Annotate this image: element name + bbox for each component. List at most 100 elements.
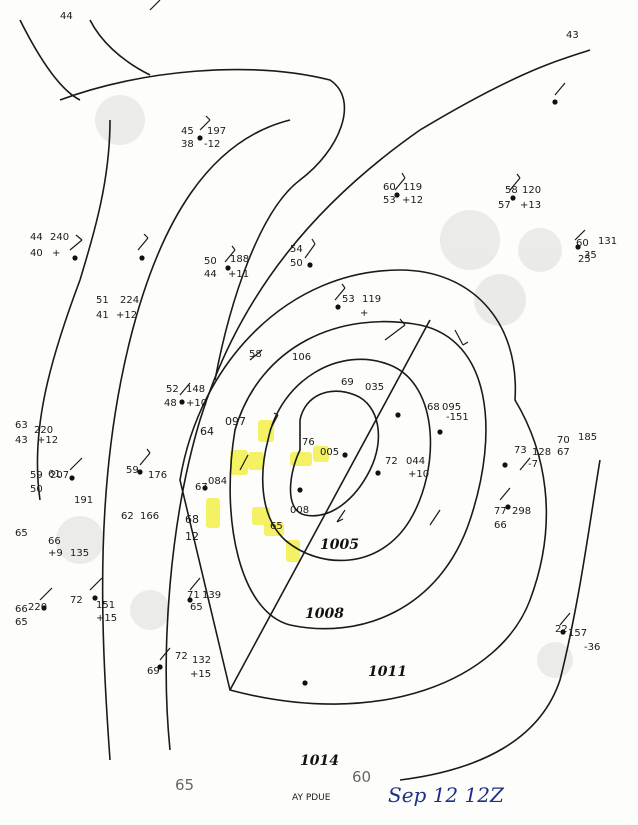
station-pressure: 220: [34, 425, 53, 436]
isobar-west-1: [101, 119, 291, 761]
isobar-east: [399, 459, 601, 781]
station-pressure: 119: [362, 294, 381, 305]
isobar-1011: [229, 320, 487, 630]
station-pressure: 197: [207, 126, 226, 137]
station-pressure: 135: [70, 548, 89, 559]
station-temp: 51: [96, 295, 109, 306]
isobar-label-1008: 1008: [305, 606, 344, 622]
station-trend: +12: [116, 310, 137, 321]
station-dew: 50: [30, 484, 43, 495]
station-temp: 63: [15, 420, 28, 431]
isobar-north: [59, 68, 346, 381]
longitude-label-65: 65: [175, 776, 194, 794]
station-dew: 69: [147, 666, 160, 677]
station-pressure: 095: [442, 402, 461, 413]
station-pressure: 207: [50, 470, 69, 481]
station-trend: +13: [520, 200, 541, 211]
station-temp: 66: [15, 604, 28, 615]
station-dew: 50: [290, 258, 303, 269]
station-temp: 72: [385, 456, 398, 467]
station-pressure: 224: [120, 295, 139, 306]
highlight-marks: [206, 420, 329, 562]
station-temp: 68: [427, 402, 440, 413]
station-pressure: 131: [598, 236, 617, 247]
station-temp: 53: [342, 294, 355, 305]
station-pressure: 106: [292, 352, 311, 363]
station-temp: 62: [121, 511, 134, 522]
station-pressure: 148: [186, 384, 205, 395]
station-temp: 68: [185, 513, 199, 526]
station-temp: 76: [302, 437, 315, 448]
station-pressure: 044: [406, 456, 425, 467]
isobar-1008: [261, 358, 432, 562]
station-pressure: 139: [202, 590, 221, 601]
isobar-1005: [289, 390, 380, 517]
station-dew: 48: [164, 398, 177, 409]
station-dew: 57: [498, 200, 511, 211]
station-dew: 43: [15, 435, 28, 446]
station-text: 45 197 38 -12 44 240 40 + 51 224 41 +12 …: [15, 11, 617, 680]
station-trend: +12: [37, 435, 58, 446]
station-pressure: 220: [28, 602, 47, 613]
station-trend: +11: [228, 269, 249, 280]
station-trend: +12: [402, 195, 423, 206]
station-pressure: 240: [50, 232, 69, 243]
station-pressure: 008: [290, 505, 309, 516]
station-pressure: 157: [568, 628, 587, 639]
station-dew: 25: [578, 254, 591, 265]
isobar-diagonal: [229, 319, 431, 691]
station-trend: +9: [48, 548, 63, 559]
station-trend: +15: [190, 669, 211, 680]
station-temp: 44: [30, 232, 43, 243]
station-trend: +15: [96, 613, 117, 624]
station-temp: 64: [200, 425, 214, 438]
isobar-label-1005: 1005: [320, 537, 359, 553]
station-pressure: 128: [532, 447, 551, 458]
station-dew: 35: [584, 250, 597, 261]
isobar-label-1011: 1011: [368, 664, 407, 680]
station-pressure: 185: [578, 432, 597, 443]
station-temp: 58: [505, 185, 518, 196]
station-temp: 22: [555, 624, 568, 635]
station-temp: 45: [181, 126, 194, 137]
station-temp: 70: [557, 435, 570, 446]
station-pressure: 188: [230, 254, 249, 265]
isobar-top-2: [89, 19, 151, 76]
station-dew: 65: [15, 528, 28, 539]
station-trend: +10: [408, 469, 429, 480]
isobar-1014: [179, 269, 548, 705]
station-temp: 52: [166, 384, 179, 395]
station-temp: 73: [514, 445, 527, 456]
station-temp: 60: [576, 238, 589, 249]
station-dew: 12: [185, 530, 199, 543]
longitude-labels: 65 60: [175, 768, 371, 794]
station-temp: 65: [270, 521, 283, 532]
station-pressure: 097: [225, 415, 246, 428]
station-dew: 44: [204, 269, 217, 280]
station-dew: 66: [494, 520, 507, 531]
station-temp: 59: [30, 470, 43, 481]
isobar-lines: [19, 19, 601, 781]
station-temp: 71: [187, 590, 200, 601]
longitude-label-60: 60: [352, 768, 371, 786]
station-trend: +: [360, 308, 368, 319]
station-dew: 38: [181, 139, 194, 150]
station-dew: 65: [190, 602, 203, 613]
map-date-label: Sep 12 12Z: [388, 783, 505, 807]
isobar-labels: 1005 1008 1011 1014: [300, 537, 407, 769]
footer-note: AY PDUE: [292, 793, 331, 803]
station-pressure: 176: [148, 470, 167, 481]
station-temp: 50: [204, 256, 217, 267]
station-pressure: 119: [403, 182, 422, 193]
station-temp: 66: [48, 536, 61, 547]
station-dew: 65: [15, 617, 28, 628]
station-temp: 59: [126, 465, 139, 476]
isobar-outer: [165, 49, 591, 751]
paper-texture: [56, 95, 573, 678]
station-pressure: 298: [512, 506, 531, 517]
station-pressure: 005: [320, 447, 339, 458]
station-trend: -36: [584, 642, 600, 653]
isobar-west-2: [36, 119, 111, 501]
